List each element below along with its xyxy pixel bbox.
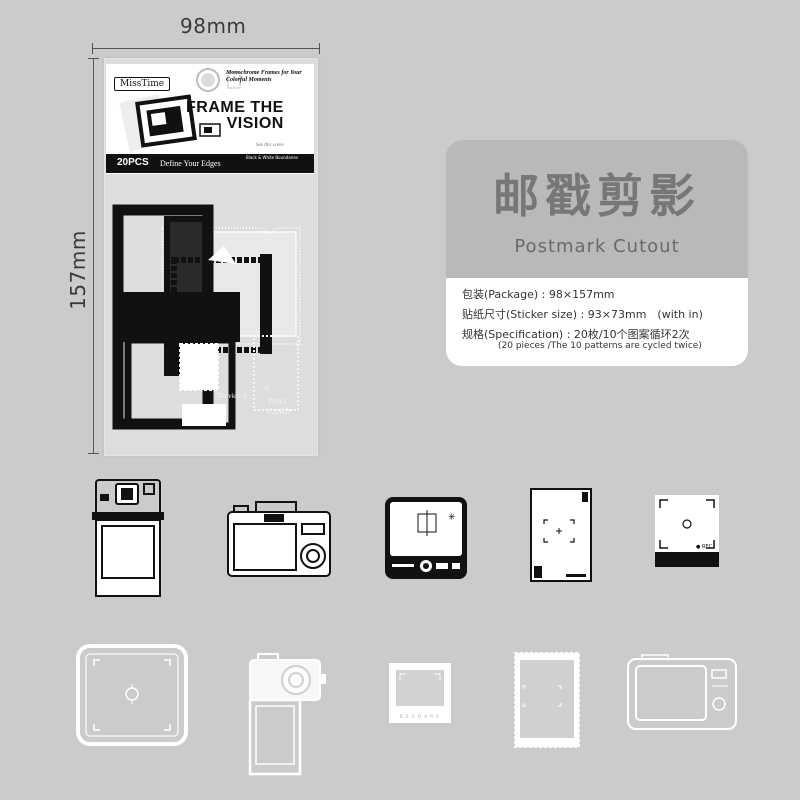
svg-text:✳: ✳ (448, 513, 456, 523)
product-name-cn: 邮戳剪影 (493, 169, 701, 223)
spec-note: (20 pieces /The 10 patterns are cycled t… (498, 341, 702, 351)
svg-text:POST: POST (268, 397, 288, 406)
viewfinder-screen-icon: ✳ (385, 497, 467, 579)
svg-text:● REC: ● REC (696, 544, 713, 550)
compact-camera-icon (227, 501, 331, 577)
selfie-camera-icon (248, 653, 326, 776)
spec-header (446, 140, 748, 278)
rec-frame-icon: ● REC (655, 495, 719, 567)
spec-specification: 规格(Specification) : 20枚/10个图案循环2次 (462, 328, 690, 341)
svg-text:A: A (263, 384, 269, 393)
phone-frame-icon (530, 488, 592, 582)
height-dimension-label: 157mm (66, 230, 90, 310)
package-title-line1: FRAME THE (186, 99, 284, 116)
brand-badge: MissTime (114, 77, 171, 91)
polaroid-frame-icon: R E A D A R E (389, 663, 451, 723)
package-subtitle: Define Your Edges (160, 159, 221, 168)
spec-package: 包装(Package) : 98×157mm (462, 288, 615, 301)
sticker-stack: A POST CARD The view is (112, 204, 301, 430)
svg-text:See this scene: See this scene (256, 143, 285, 148)
stamp-frame-icon (514, 652, 580, 748)
width-dimension-label: 98mm (180, 14, 247, 38)
tagline: Monochrome Frames for Your Colorful Mome… (226, 70, 302, 83)
spec-card: 邮戳剪影 Postmark Cutout 包装(Package) : 98×15… (446, 140, 748, 366)
svg-text:R E A D A R E: R E A D A R E (400, 714, 440, 719)
header-band (106, 154, 314, 173)
package-title: FRAME THE VISION (186, 100, 284, 132)
width-dimension-line (92, 43, 320, 54)
product-name-en: Postmark Cutout (514, 236, 680, 257)
camera-screen-icon (627, 654, 737, 730)
height-dimension-line (88, 58, 99, 454)
focus-frame-icon (76, 644, 188, 746)
instant-camera-icon (92, 479, 164, 597)
header-card-art: See this scene (119, 68, 285, 169)
package-title-line2: VISION (226, 115, 284, 132)
band-note: Black & White Boundaries (246, 155, 298, 160)
spec-sticker-size: 贴纸尺寸(Sticker size) : 93×73mm (with in) (462, 308, 703, 321)
svg-text:The view is: The view is (216, 392, 248, 400)
piece-count: 20PCS (117, 157, 149, 168)
svg-text:CARD: CARD (268, 407, 290, 416)
